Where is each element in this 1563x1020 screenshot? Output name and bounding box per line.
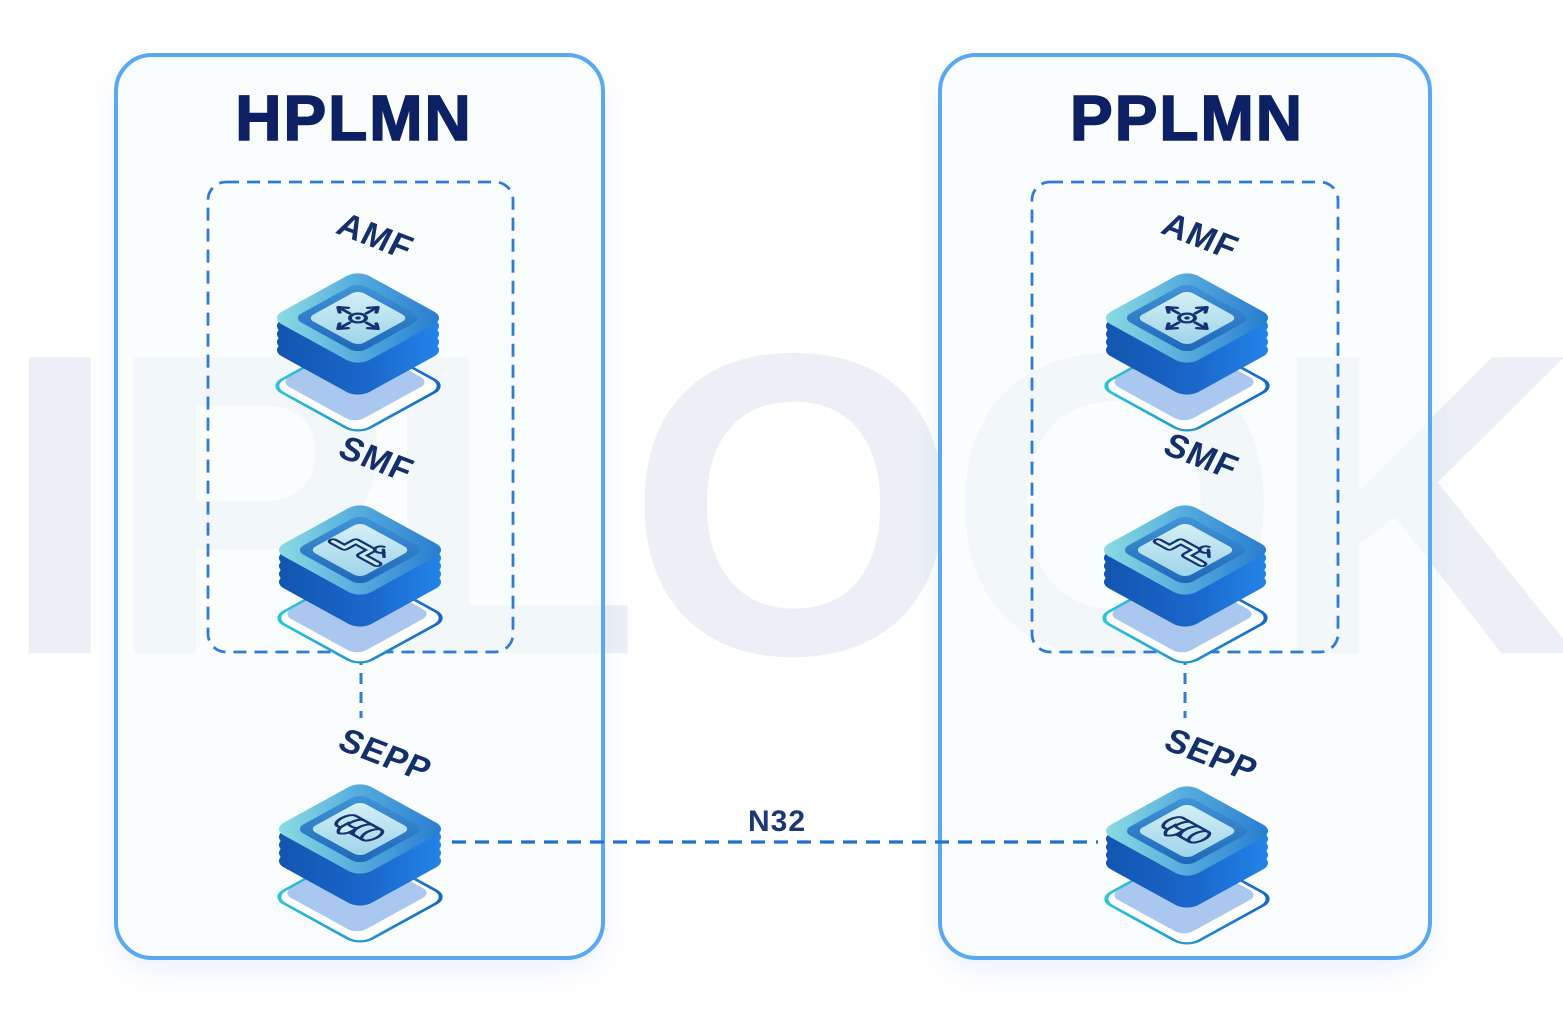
pplmn-amf-node	[1097, 267, 1277, 437]
pplmn-smf-node	[1095, 499, 1275, 669]
pplmn-sepp-node	[1097, 780, 1277, 950]
hplmn-sepp-node	[270, 778, 450, 948]
hplmn-title: HPLMN	[234, 81, 473, 155]
hplmn-smf-node	[270, 499, 450, 669]
hplmn-amf-node	[268, 267, 448, 437]
pplmn-title: PPLMN	[1069, 81, 1304, 155]
n32-link-label: N32	[747, 805, 807, 838]
